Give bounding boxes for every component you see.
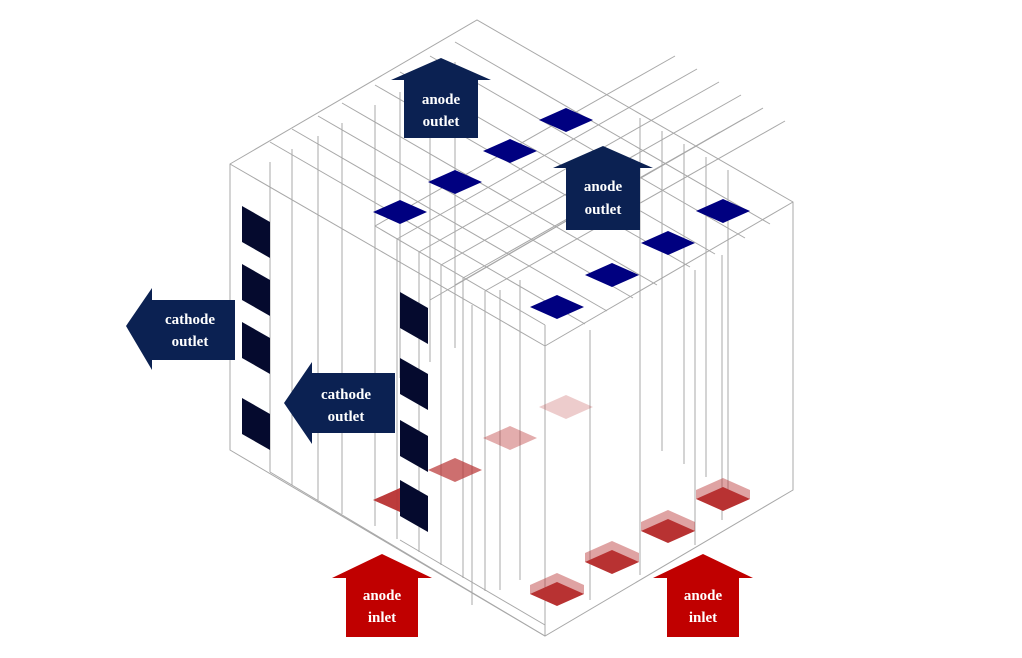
outer-box-outline bbox=[229, 19, 794, 637]
plate-top-edge bbox=[269, 141, 586, 325]
anode-inlet-arrow-right: anode inlet bbox=[653, 554, 753, 637]
anode-outlet-port bbox=[641, 231, 695, 255]
anode-inlet-port bbox=[530, 582, 584, 606]
anode-outlet-port bbox=[483, 139, 537, 163]
cathode-outlet-inner-label-line1: cathode bbox=[321, 387, 371, 403]
anode-outlet-label-line1: anode bbox=[422, 92, 461, 108]
anode-outlet-port bbox=[696, 199, 750, 223]
anode-inlet-port-side bbox=[696, 478, 750, 499]
plate-top-edge bbox=[429, 55, 746, 239]
cathode-outlet-label-line1: cathode bbox=[165, 312, 215, 328]
plate-top-edge bbox=[341, 102, 658, 286]
anode-inlet-port-faded bbox=[483, 426, 537, 450]
anode-outlet-port bbox=[428, 170, 482, 194]
anode-inlet-port-faded bbox=[428, 458, 482, 482]
ports-layer bbox=[242, 108, 750, 606]
anode-inlet-label-line1: anode bbox=[363, 588, 402, 604]
anode-inlet-port bbox=[641, 519, 695, 543]
plate-top-edge bbox=[317, 115, 634, 299]
inner-front-top bbox=[374, 225, 546, 326]
cathode-outlet-inner-label-line2: outlet bbox=[328, 409, 365, 425]
anode-outlet-port bbox=[539, 108, 593, 132]
anode-inlet-port bbox=[585, 550, 639, 574]
anode-inlet-port-side bbox=[585, 541, 639, 562]
anode-inlet-right-label-line1: anode bbox=[684, 588, 723, 604]
anode-inlet-right-label-line2: inlet bbox=[689, 610, 717, 626]
anode-outlet-arrow-right: anode outlet bbox=[553, 146, 653, 230]
cathode-outlet-port bbox=[242, 264, 270, 316]
cathode-outlet-arrow-left: cathode outlet bbox=[126, 288, 235, 370]
plate-top-edge bbox=[454, 41, 771, 225]
anode-inlet-port-side bbox=[641, 510, 695, 531]
anode-inlet-port bbox=[696, 487, 750, 511]
inner-plate-top bbox=[374, 55, 676, 227]
cathode-outlet-port bbox=[242, 322, 270, 374]
cathode-outlet-label-line2: outlet bbox=[172, 334, 209, 350]
anode-inlet-port-faded bbox=[539, 395, 593, 419]
anode-outlet-label-line2: outlet bbox=[423, 114, 460, 130]
cathode-outlet-port bbox=[242, 398, 270, 450]
plate-top-edge bbox=[291, 128, 608, 312]
cathode-outlet-port bbox=[400, 480, 428, 532]
inner-plate-top bbox=[396, 68, 698, 240]
anode-outlet-port bbox=[530, 295, 584, 319]
anode-outlet-port bbox=[373, 200, 427, 224]
cathode-outlet-arrow-inner: cathode outlet bbox=[284, 362, 395, 444]
anode-inlet-port-side bbox=[530, 573, 584, 594]
cathode-outlet-port bbox=[400, 292, 428, 344]
outer-box-top-right-edge bbox=[544, 201, 794, 347]
anode-outlet-right-label-line1: anode bbox=[584, 179, 623, 195]
anode-outlet-port bbox=[585, 263, 639, 287]
anode-inlet-arrow-left: anode inlet bbox=[332, 554, 432, 637]
stack-wireframe bbox=[229, 19, 794, 637]
bottom-inner-edge bbox=[399, 539, 546, 626]
anode-outlet-arrow-top: anode outlet bbox=[391, 58, 491, 138]
outer-box-front-edge bbox=[229, 163, 546, 347]
cathode-outlet-port bbox=[400, 358, 428, 410]
cathode-outlet-port bbox=[400, 420, 428, 472]
cathode-outlet-port bbox=[242, 206, 270, 258]
anode-outlet-right-label-line2: outlet bbox=[585, 202, 622, 218]
anode-inlet-label-line2: inlet bbox=[368, 610, 396, 626]
bottom-left-edge bbox=[269, 471, 546, 637]
